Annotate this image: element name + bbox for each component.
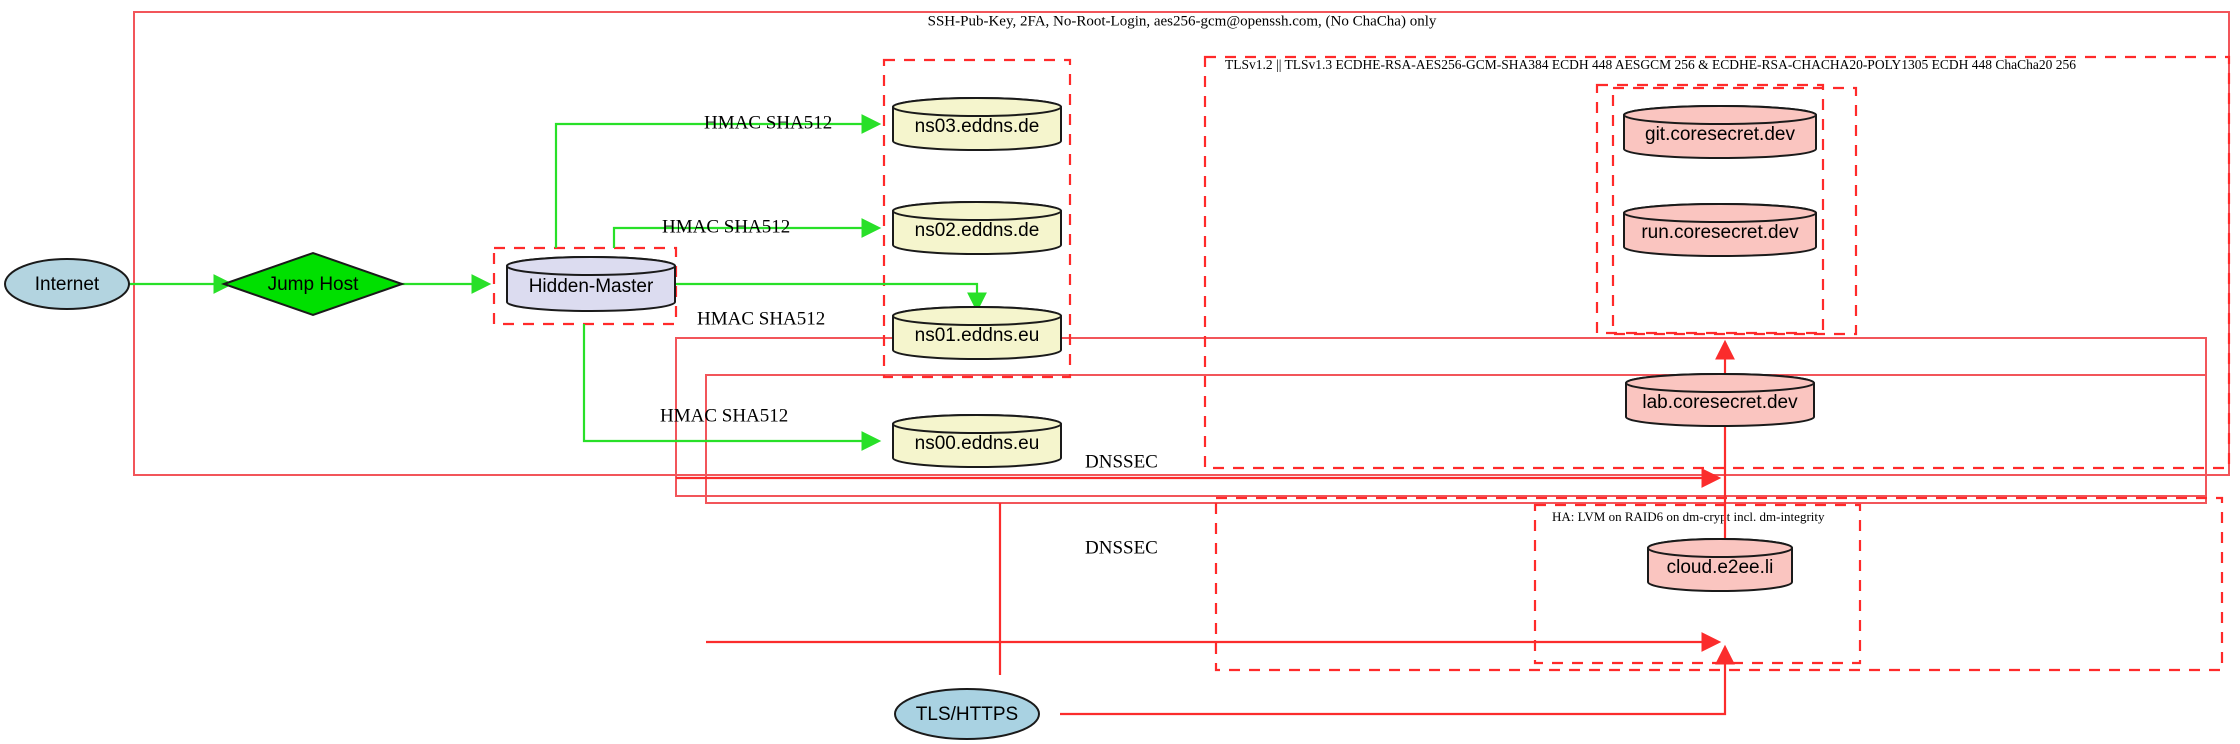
node-lab-coresecret[interactable]: lab.coresecret.dev <box>1625 373 1815 427</box>
edge-label-hmac-ns03: HMAC SHA512 <box>704 112 832 133</box>
edge-label-dnssec-upper: DNSSEC <box>1085 451 1158 472</box>
cluster-label-tls: TLSv1.2 || TLSv1.3 ECDHE-RSA-AES256-GCM-… <box>1225 57 2076 72</box>
cluster-tls-ciphers <box>1203 55 2231 470</box>
edge-label-dnssec-lower: DNSSEC <box>1085 537 1158 558</box>
node-ns00[interactable]: ns00.eddns.eu <box>892 414 1062 468</box>
node-jump-host-label: Jump Host <box>268 274 360 295</box>
edge-label-hmac-ns02: HMAC SHA512 <box>662 216 790 237</box>
node-jump-host[interactable]: Jump Host <box>220 251 406 317</box>
node-ns03[interactable]: ns03.eddns.de <box>892 97 1062 151</box>
cluster-ha <box>1533 503 1862 665</box>
edge-hiddenmaster-ns01 <box>676 282 987 313</box>
cluster-ha-outer <box>1214 496 2224 672</box>
node-ns02[interactable]: ns02.eddns.de <box>892 201 1062 255</box>
node-internet[interactable]: Internet <box>4 258 130 310</box>
node-run-coresecret[interactable]: run.coresecret.dev <box>1623 203 1817 257</box>
node-ns00-label: ns00.eddns.eu <box>915 433 1040 454</box>
node-git-label: git.coresecret.dev <box>1645 124 1795 145</box>
node-ns01[interactable]: ns01.eddns.eu <box>892 306 1062 360</box>
node-run-label: run.coresecret.dev <box>1641 222 1799 243</box>
cluster-label-ssh: SSH-Pub-Key, 2FA, No-Root-Login, aes256-… <box>928 13 1437 29</box>
edge-label-hmac-ns01: HMAC SHA512 <box>697 308 825 329</box>
node-ns02-label: ns02.eddns.de <box>915 220 1040 241</box>
node-cloud-label: cloud.e2ee.li <box>1667 557 1774 578</box>
node-hidden-master-label: Hidden-Master <box>529 276 654 297</box>
edge-tlshttps-right <box>1060 700 1727 716</box>
node-tls-https[interactable]: TLS/HTTPS <box>894 688 1040 740</box>
cluster-nameservers <box>882 58 1072 379</box>
node-ns01-label: ns01.eddns.eu <box>915 325 1040 346</box>
node-cloud-e2ee[interactable]: cloud.e2ee.li <box>1647 538 1793 592</box>
edge-hiddenmaster-ns03 <box>554 114 882 248</box>
cluster-label-ha: HA: LVM on RAID6 on dm-crypt incl. dm-in… <box>1552 509 1825 524</box>
node-hidden-master[interactable]: Hidden-Master <box>506 256 676 312</box>
edge-hiddenmaster-ns02 <box>612 218 882 248</box>
cluster-dnssec-path-box-2 <box>705 374 2207 504</box>
node-ns03-label: ns03.eddns.de <box>915 116 1040 137</box>
edge-label-hmac-ns00: HMAC SHA512 <box>660 405 788 426</box>
node-lab-label: lab.coresecret.dev <box>1642 392 1798 413</box>
edge-hiddenmaster-ns00 <box>582 324 882 451</box>
node-git-coresecret[interactable]: git.coresecret.dev <box>1623 105 1817 159</box>
cluster-coresecret <box>1595 83 1825 335</box>
node-internet-label: Internet <box>35 274 100 295</box>
cluster-coresecret-lab <box>1611 86 1858 336</box>
node-tls-https-label: TLS/HTTPS <box>916 704 1018 725</box>
